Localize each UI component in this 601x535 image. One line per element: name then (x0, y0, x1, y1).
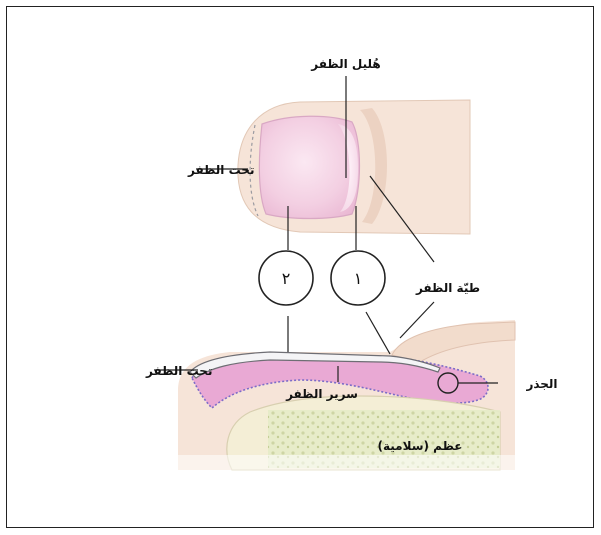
label-lunula: هُليل الظفر (310, 57, 380, 71)
label-nail-fold: طيّة الظفر (415, 281, 480, 295)
marker-1-label: ١ (354, 269, 363, 288)
marker-2: ٢ (259, 251, 313, 305)
label-bone: عظم (سلامية) (378, 439, 463, 453)
fingertip-top-view (238, 100, 470, 234)
marker-2-label: ٢ (282, 269, 291, 288)
label-nail-bed: سرير الظفر (285, 387, 358, 401)
label-root: الجذر (525, 377, 557, 391)
label-hyponychium-top: تحت الظفر (187, 163, 254, 177)
label-hyponychium-side: تحت الظفر (145, 364, 212, 378)
marker-1: ١ (331, 251, 385, 305)
